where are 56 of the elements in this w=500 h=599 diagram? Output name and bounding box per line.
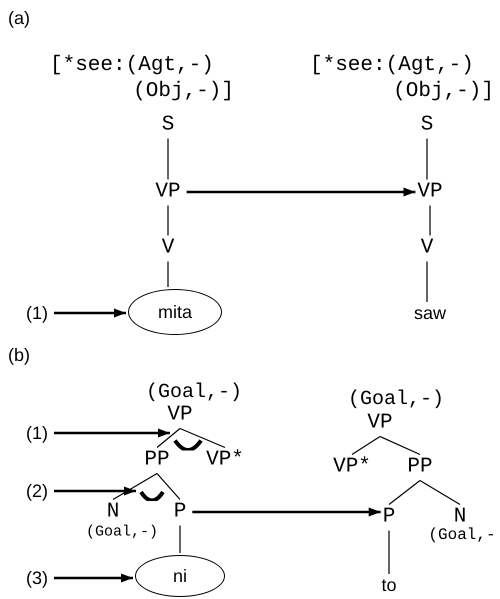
tree-node-label: VP [167,404,193,426]
tree-branch [156,428,180,448]
tree-node-label: V [162,238,174,258]
tree-node-label: VP* [333,456,371,478]
tree-node-label: VP [417,182,443,202]
callout-number: (2) [26,482,48,500]
tree-branch [388,530,390,574]
feature-label: (Goal,-) [86,524,158,540]
tree-branch [112,472,158,500]
tree-branch [388,480,420,505]
tree-node-label: S [162,114,174,136]
feature-label: (Goal,-) [146,383,242,403]
tree-branch [420,480,460,506]
feature-label: (Goal,-) [348,390,444,410]
tree-branch [156,473,180,500]
tree-branch [352,436,380,455]
arc-mark [138,489,166,501]
word-ellipse: ni [135,555,225,597]
callout-number: (1) [26,424,48,442]
tree-node-label: VP* [206,450,244,470]
word-label: saw [414,304,446,322]
tree-branch [380,436,420,456]
arc-mark [172,438,204,450]
tree-branch [167,262,169,287]
feature-label: (Goal,- [428,527,496,543]
panel-label: (a) [8,9,30,27]
tree-node-label: VP [367,412,393,434]
tree-node-label: P [382,506,396,528]
tree-node-label: S [420,114,434,136]
tree-node-label: PP [144,450,170,470]
tree-node-label: N [454,506,466,528]
tree-branch [167,206,169,236]
arrow [54,308,126,318]
tree-branch [429,206,431,236]
tree-node-label: PP [407,456,433,478]
word-ellipse: mita [128,289,222,335]
tree-branch [180,428,226,448]
tree-node-label: V [420,238,434,258]
word-label: to [382,576,396,594]
tree-branch [426,262,428,302]
tree-branch [426,138,428,180]
feature-label: [*see:(Agt,-) (Obj,-)] [310,53,494,105]
arrow [192,508,381,516]
tree-branch [179,526,181,553]
tree-node-label: P [174,502,186,522]
arrow [186,188,416,196]
tree-node-label: VP [155,182,181,202]
panel-label: (b) [8,346,30,364]
tree-branch [167,138,169,180]
feature-label: [*see:(Agt,-) (Obj,-)] [50,53,234,105]
callout-number: (1) [26,304,48,322]
arrow [54,574,133,582]
arrow [54,486,136,496]
arrow [54,428,170,438]
tree-node-label: N [106,502,120,522]
callout-number: (3) [26,569,48,587]
